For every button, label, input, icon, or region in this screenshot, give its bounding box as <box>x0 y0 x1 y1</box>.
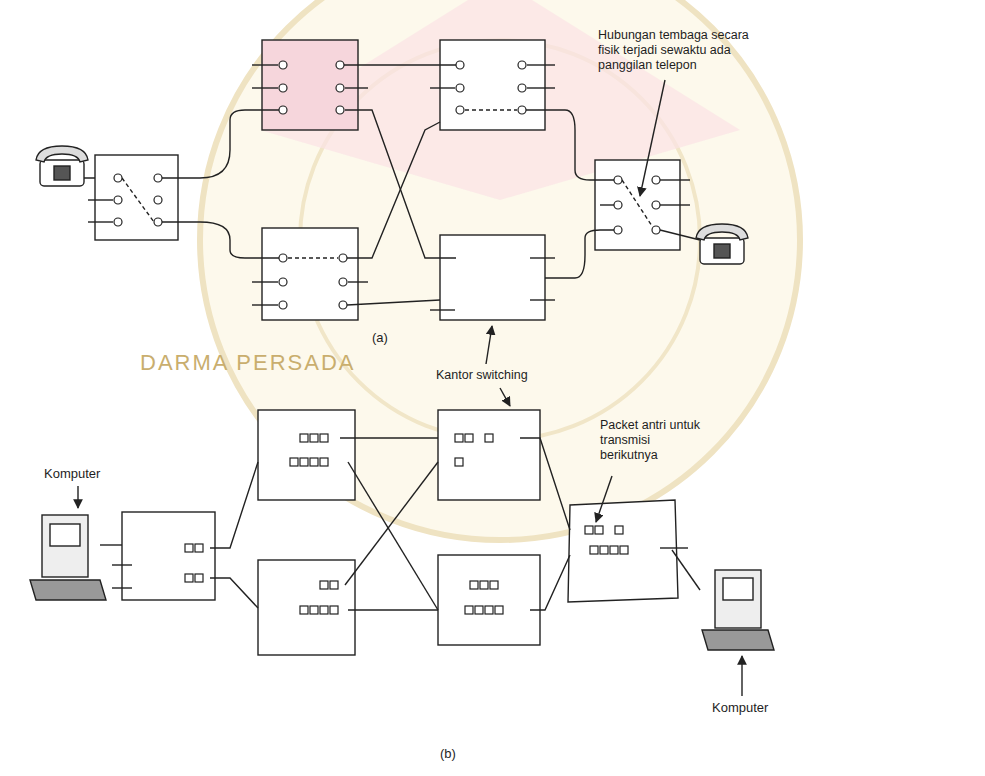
contact-point <box>614 226 622 234</box>
packet <box>610 546 618 554</box>
packet <box>310 606 318 614</box>
packet <box>320 458 328 466</box>
contact-point <box>339 254 347 262</box>
packet <box>585 526 593 534</box>
contact-point <box>456 106 464 114</box>
packet <box>600 546 608 554</box>
packet <box>320 434 328 442</box>
contact-point <box>114 174 122 182</box>
packet <box>300 434 308 442</box>
packet <box>455 434 463 442</box>
packet <box>465 434 473 442</box>
contact-point <box>614 176 622 184</box>
packet <box>320 606 328 614</box>
callout-text: Komputer <box>44 466 100 482</box>
telephone <box>36 146 88 186</box>
contact-point <box>279 84 287 92</box>
contact-point <box>154 174 162 182</box>
contact-point <box>279 301 287 309</box>
packet <box>455 458 463 466</box>
contact-point <box>336 106 344 114</box>
contact-point <box>652 226 660 234</box>
contact-point <box>518 84 526 92</box>
packet-queue <box>185 434 628 614</box>
switch-contacts <box>114 61 660 309</box>
contact-point <box>339 278 347 286</box>
packet <box>595 526 603 534</box>
contact-point <box>456 61 464 69</box>
packet <box>185 544 193 552</box>
packet <box>485 606 493 614</box>
packet <box>490 581 498 589</box>
packet <box>290 458 298 466</box>
packet <box>465 606 473 614</box>
contact-point <box>518 61 526 69</box>
packet <box>480 581 488 589</box>
packet <box>310 434 318 442</box>
packet <box>495 606 503 614</box>
contact-point <box>279 278 287 286</box>
packet <box>330 581 338 589</box>
packet <box>195 574 203 582</box>
contact-point <box>652 176 660 184</box>
callout-text: Packet antri untuk transmisi berikutnya <box>600 418 710 463</box>
packet <box>185 574 193 582</box>
packet <box>590 546 598 554</box>
packet <box>470 581 478 589</box>
packet <box>620 546 628 554</box>
contact-point <box>518 106 526 114</box>
packet <box>615 526 623 534</box>
contact-point <box>614 201 622 209</box>
packet <box>300 458 308 466</box>
packet <box>330 606 338 614</box>
contact-point <box>279 61 287 69</box>
figure-label: (b) <box>440 746 456 762</box>
computer <box>30 515 106 600</box>
contact-point <box>339 301 347 309</box>
contact-point <box>336 61 344 69</box>
packet <box>195 544 203 552</box>
contact-point <box>154 218 162 226</box>
contact-point <box>279 106 287 114</box>
contact-point <box>114 196 122 204</box>
computer <box>702 570 774 650</box>
packet <box>485 434 493 442</box>
callout-text: Kantor switching <box>436 368 528 383</box>
packet <box>320 581 328 589</box>
contact-point <box>154 196 162 204</box>
packet <box>300 606 308 614</box>
telephone <box>696 224 748 264</box>
figure-label: (a) <box>372 330 388 346</box>
contact-point <box>279 254 287 262</box>
watermark: DARMA PERSADA <box>140 350 356 376</box>
packet <box>475 606 483 614</box>
contact-point <box>336 84 344 92</box>
contact-point <box>456 84 464 92</box>
callout-text: Komputer <box>712 700 768 716</box>
contact-point <box>652 201 660 209</box>
watermark-logo <box>200 0 800 540</box>
contact-point <box>114 218 122 226</box>
packet <box>310 458 318 466</box>
callout-text: Hubungan tembaga secara fisik terjadi se… <box>598 28 773 73</box>
